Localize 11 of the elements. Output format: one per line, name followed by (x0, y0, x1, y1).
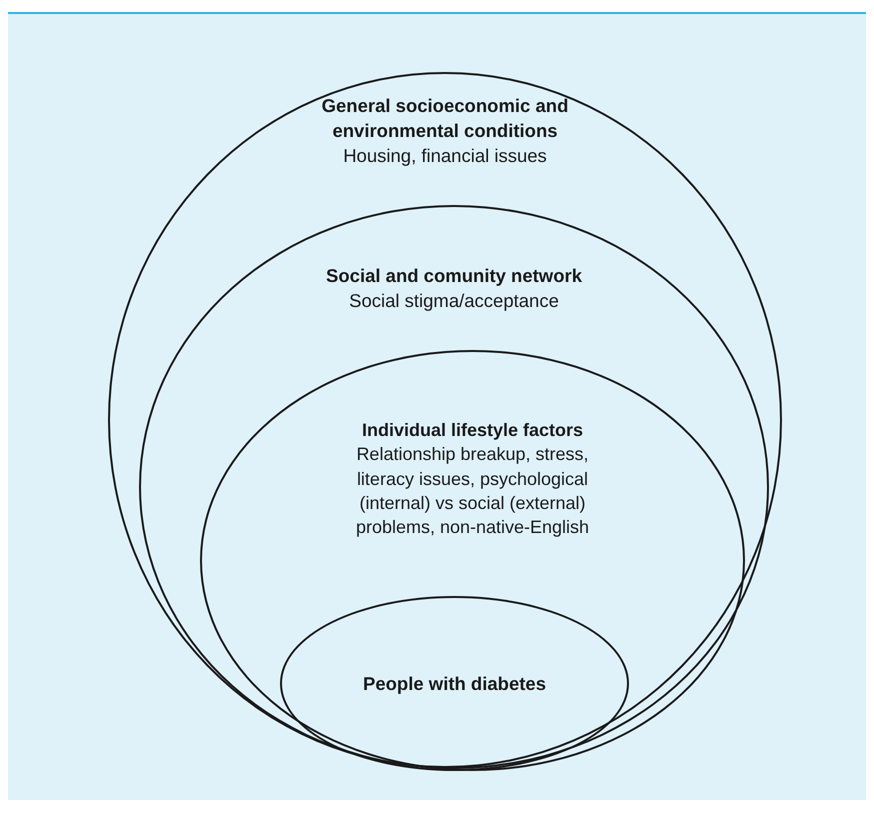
body-text: Social stigma/acceptance (348, 288, 560, 313)
body-text: Housing, financial issues (342, 144, 548, 168)
ellipse (108, 72, 782, 768)
heading-text: General socioeconomic and environmental conditions (320, 94, 570, 143)
heading-text: People with diabetes (362, 672, 547, 696)
heading-text: Social and comunity network (325, 264, 583, 288)
ellipse (139, 205, 769, 769)
body-text: Relationship breakup, stress, literacy issues, psychological (internal) vs social (external) problems, non-native-English (354, 443, 590, 540)
ellipse (200, 350, 745, 771)
ellipse (280, 596, 629, 771)
heading-text: Individual lifestyle factors (360, 419, 584, 442)
